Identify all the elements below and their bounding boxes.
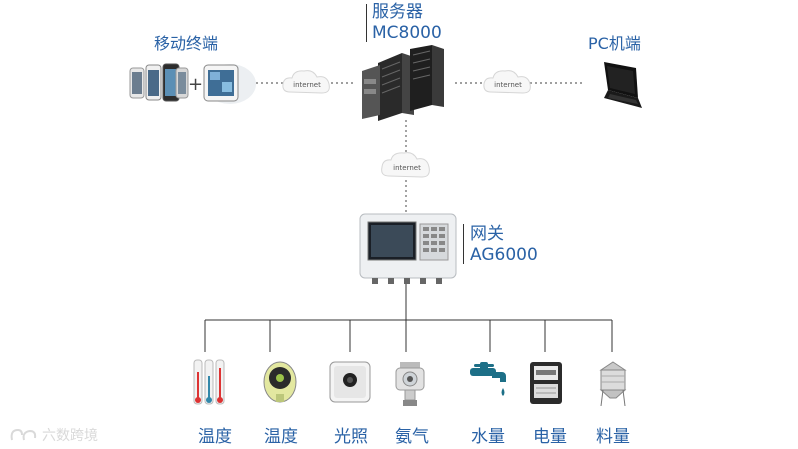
watermark-logo-icon — [10, 428, 37, 441]
gas-detector-icon — [395, 362, 425, 406]
watermark: 六数跨境 — [8, 425, 98, 445]
laptop-icon — [604, 62, 642, 108]
phones-icon — [129, 63, 189, 102]
temperature-probe-icon — [263, 361, 297, 403]
gateway-device-icon — [359, 213, 457, 284]
sensor-label-ammonia: 氨气 — [395, 427, 429, 447]
gateway-label-bar — [463, 224, 464, 264]
cloud-label: internet — [494, 81, 522, 89]
cloud-label: internet — [293, 81, 321, 89]
server-model: MC8000 — [372, 23, 442, 43]
plus-sign: + — [188, 74, 204, 95]
gateway-model: AG6000 — [470, 245, 538, 265]
gateway-title: 网关 — [470, 224, 504, 244]
watermark-text: 六数跨境 — [42, 428, 98, 444]
sensor-label-temperature-2: 温度 — [264, 427, 298, 447]
sensor-label-temperature-1: 温度 — [198, 427, 232, 447]
cloud-icon: internet — [381, 152, 430, 178]
server-label-bar — [366, 4, 367, 42]
cloud-icon: internet — [282, 70, 330, 94]
server-rack-icon — [362, 45, 444, 121]
cloud-icon: internet — [483, 70, 531, 94]
sensor-label-electricity: 电量 — [533, 427, 567, 447]
cloud-label: internet — [393, 164, 421, 172]
mobile-terminal-label: 移动终端 — [154, 34, 219, 53]
electric-meter-icon — [530, 362, 562, 404]
tablet-icon — [203, 64, 256, 104]
light-sensor-icon — [329, 361, 371, 403]
server-title: 服务器 — [372, 2, 423, 22]
sensor-label-light: 光照 — [334, 427, 368, 447]
feed-silo-icon — [599, 361, 627, 407]
sensor-label-feed: 料量 — [596, 427, 630, 447]
pc-label: PC机端 — [588, 34, 641, 53]
sensor-label-water: 水量 — [471, 427, 505, 447]
thermometer-icon — [193, 359, 225, 405]
water-tap-icon — [470, 362, 506, 396]
